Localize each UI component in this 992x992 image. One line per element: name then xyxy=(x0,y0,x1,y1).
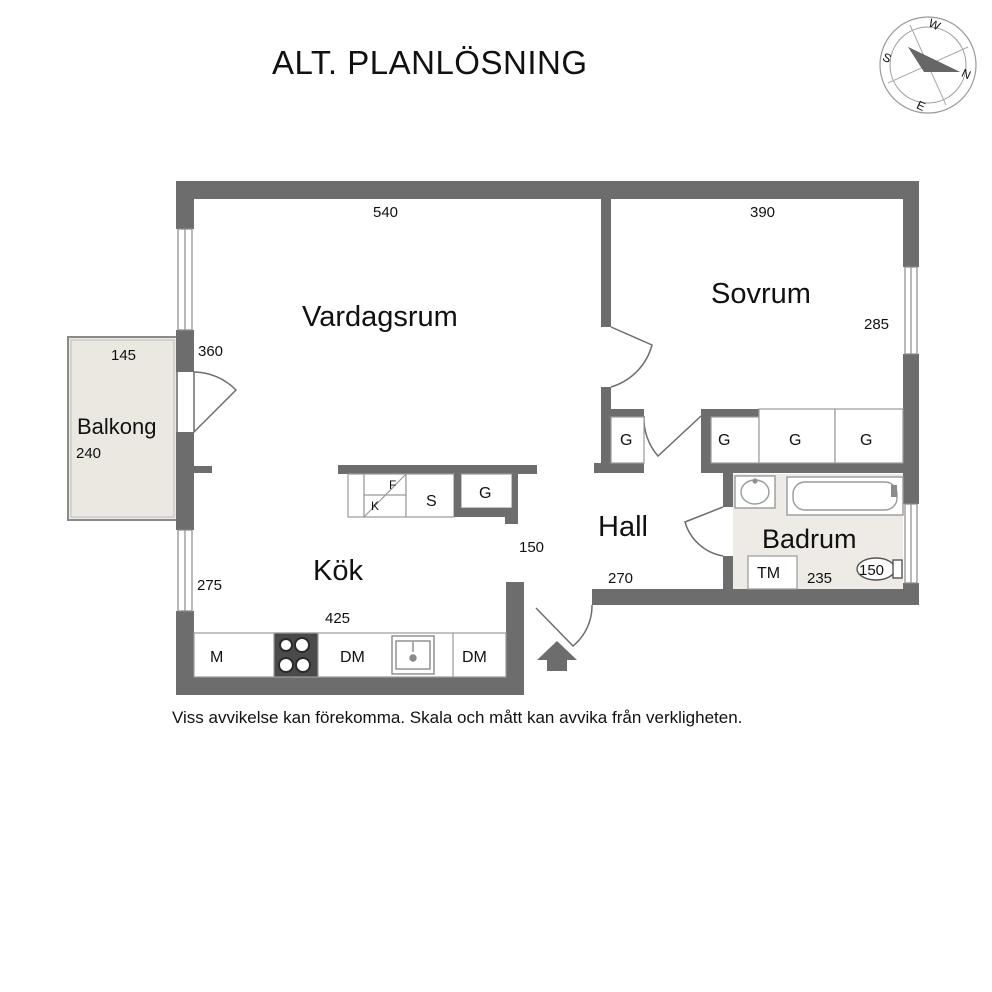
label-wardrobe-hall: G xyxy=(620,432,632,449)
kitchen-island-top xyxy=(338,465,537,474)
balcony-floor xyxy=(67,336,178,521)
room-hall: Hall xyxy=(598,511,648,543)
walls xyxy=(176,181,919,695)
dim-kok-width: 425 xyxy=(325,610,350,627)
room-balkong: Balkong xyxy=(77,414,157,439)
wardrobes xyxy=(610,408,904,464)
dim-balkong-width: 145 xyxy=(111,347,136,364)
toilet-icon xyxy=(856,557,903,581)
compass-icon: N E S W xyxy=(879,16,977,114)
label-wardrobe-1: G xyxy=(718,432,730,449)
island-wall xyxy=(454,474,518,524)
windows xyxy=(177,228,918,612)
bathtub-icon xyxy=(786,476,904,516)
label-dishwasher-2: DM xyxy=(462,649,487,666)
doors xyxy=(193,326,724,648)
dim-hall-width: 150 xyxy=(519,539,544,556)
label-wardrobe-3: G xyxy=(860,432,872,449)
entrance-arrow-icon xyxy=(537,641,577,671)
washing-machine xyxy=(747,555,798,590)
label-shower: 150 xyxy=(859,562,884,579)
dim-badrum-width: 235 xyxy=(807,570,832,587)
room-kok: Kök xyxy=(313,555,363,587)
kitchen-counter xyxy=(193,632,507,678)
sink-icon xyxy=(391,635,435,675)
dim-vardagsrum-depth: 360 xyxy=(198,343,223,360)
bathtub-tap-icon xyxy=(891,485,897,497)
dim-kok-depth: 275 xyxy=(197,577,222,594)
label-storage: S xyxy=(426,493,437,510)
plan-title: ALT. PLANLÖSNING xyxy=(272,44,588,81)
room-sovrum: Sovrum xyxy=(711,278,811,310)
dim-vardagsrum-width: 540 xyxy=(373,204,398,221)
room-vardagsrum: Vardagsrum xyxy=(302,301,458,333)
label-wardrobe-2: G xyxy=(789,432,801,449)
kitchen-island xyxy=(347,473,513,518)
label-wardrobe-kitchen: G xyxy=(479,485,491,502)
label-microwave: M xyxy=(210,649,223,666)
dim-sovrum-width: 390 xyxy=(750,204,775,221)
stove-icon xyxy=(278,637,311,673)
disclaimer-text: Viss avvikelse kan förekomma. Skala och … xyxy=(172,708,743,727)
room-badrum: Badrum xyxy=(762,524,857,554)
label-fridge: F xyxy=(389,478,396,492)
label-dishwasher: DM xyxy=(340,649,365,666)
dim-sovrum-depth: 285 xyxy=(864,316,889,333)
dim-hall-depth: 270 xyxy=(608,570,633,587)
washbasin-icon xyxy=(734,475,776,509)
label-freezer: K xyxy=(371,499,379,513)
dim-balkong-depth: 240 xyxy=(76,445,101,462)
label-washing-machine: TM xyxy=(757,565,780,582)
